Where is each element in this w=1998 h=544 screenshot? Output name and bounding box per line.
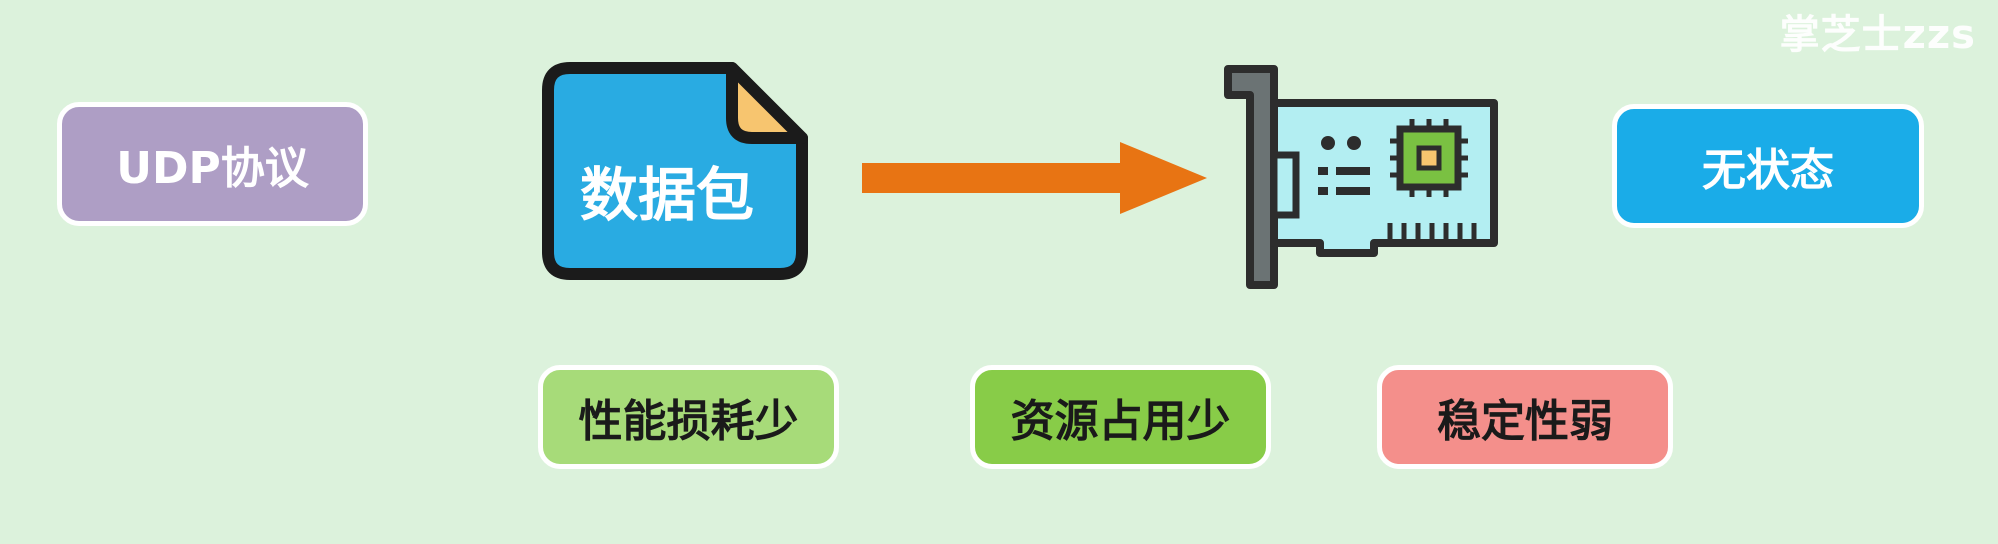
network-card-icon	[1224, 65, 1498, 289]
weak-stability-tag: 稳定性弱	[1377, 365, 1673, 469]
document-icon	[542, 62, 808, 280]
right-arrow-icon	[862, 142, 1207, 214]
udp-protocol-tag: UDP协议	[57, 102, 368, 226]
low-overhead-tag: 性能损耗少	[538, 365, 839, 469]
watermark: 掌芝士zzs	[1779, 12, 1976, 58]
stateless-tag: 无状态	[1612, 104, 1924, 228]
packet-label: 数据包	[580, 161, 755, 229]
low-resource-tag: 资源占用少	[970, 365, 1271, 469]
